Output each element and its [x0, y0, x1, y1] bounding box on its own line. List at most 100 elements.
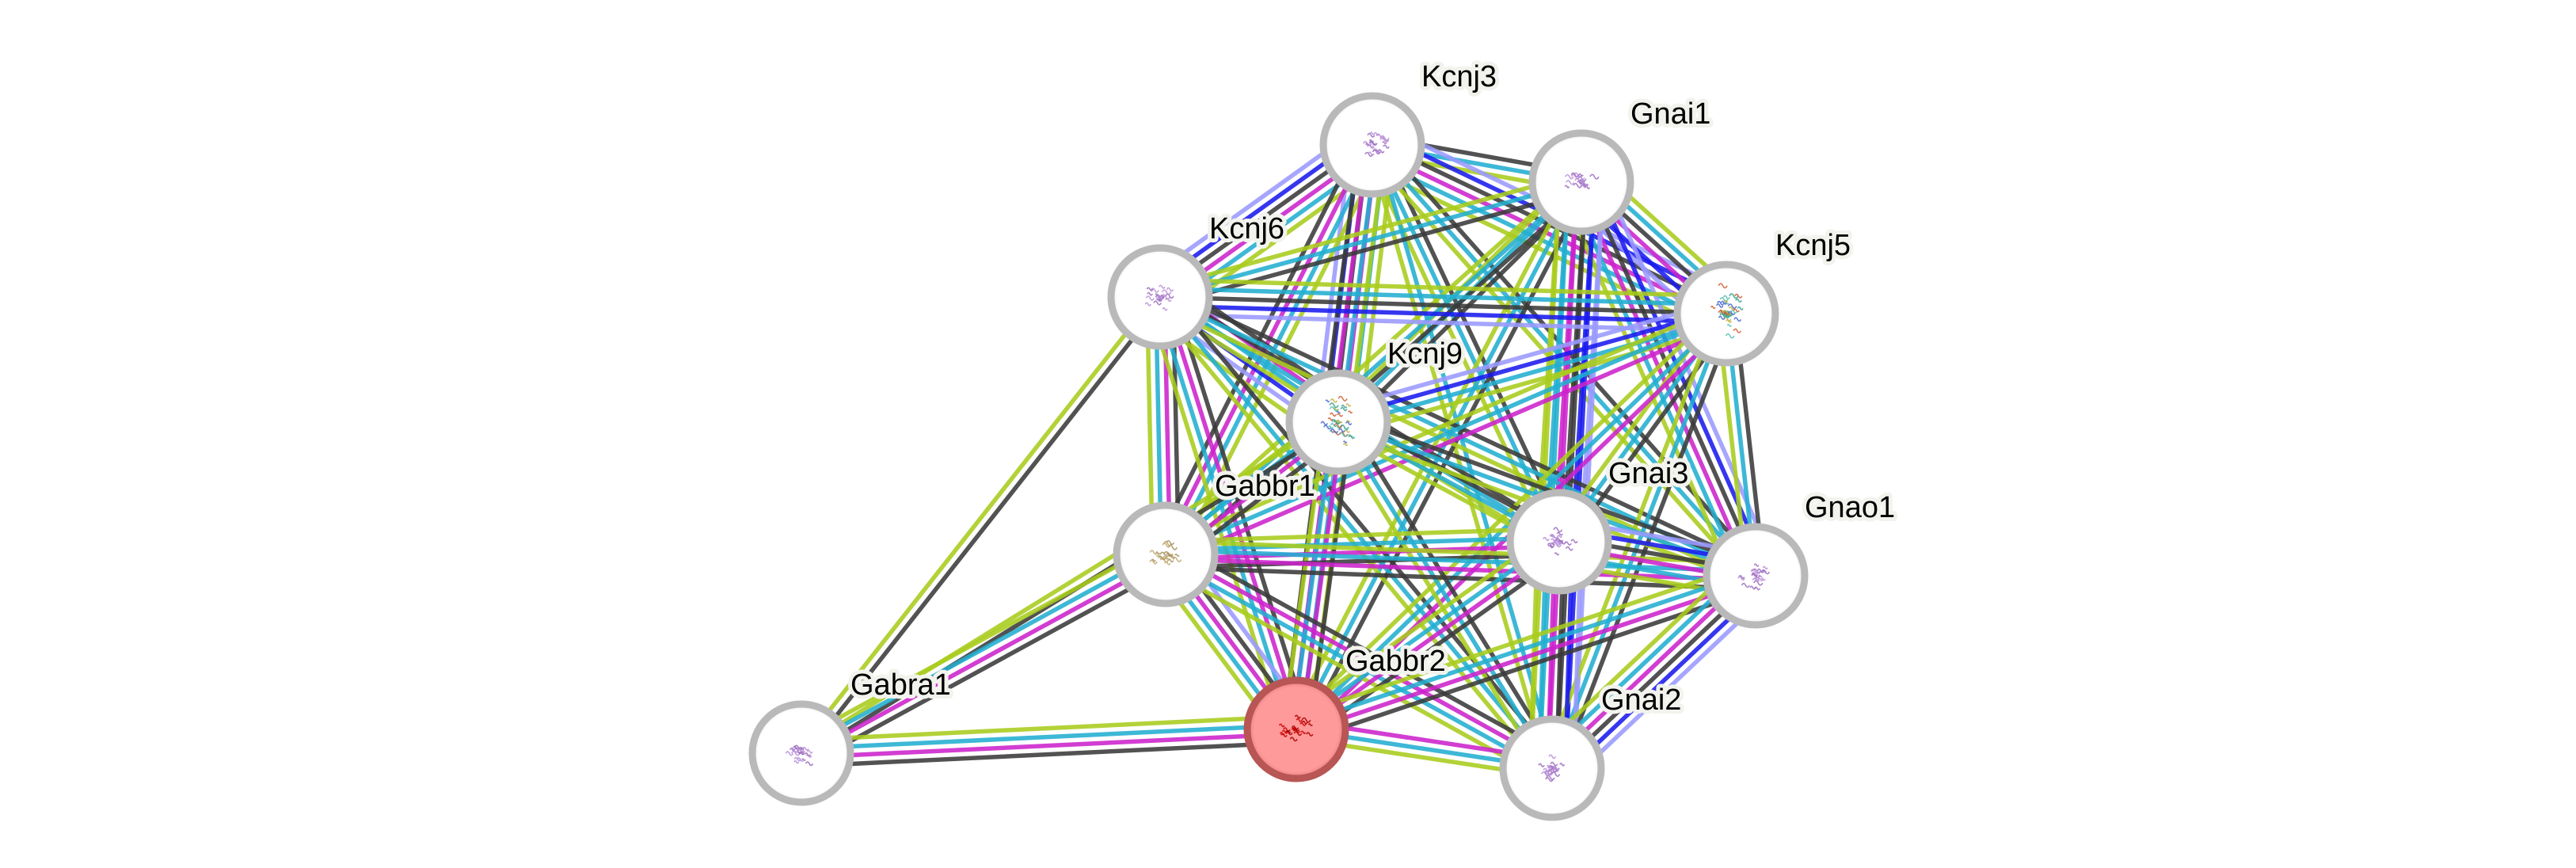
evidence-line-black [1307, 423, 1354, 732]
evidence-line-magenta [1166, 543, 1560, 562]
evidence-line-lime [1291, 561, 1752, 719]
node-circle[interactable] [1113, 501, 1219, 607]
node-kcnj6[interactable] [1107, 244, 1213, 350]
evidence-line-blue [1336, 307, 1726, 421]
evidence-line-cyan [798, 548, 1165, 752]
nodes-layer [748, 92, 1809, 821]
node-gabbr1[interactable] [1113, 501, 1219, 607]
evidence-line-cyan [1370, 143, 1562, 543]
evidence-line-lime [1341, 324, 1731, 437]
protein-structure-icon [1564, 172, 1600, 189]
evidence-line-lime [1329, 425, 1547, 775]
evidence-line-lime [793, 541, 1161, 744]
protein-structure-icon [1538, 754, 1566, 782]
protein-structure-icon [1737, 563, 1770, 591]
node-label: Kcnj3 [1421, 60, 1497, 93]
edge-gabbr2-gabra1[interactable] [801, 714, 1297, 769]
evidence-line-cyan [1338, 315, 1729, 428]
evidence-line-lime [1157, 171, 1580, 291]
node-kcnj3[interactable] [1319, 92, 1425, 198]
evidence-line-black [1165, 565, 1756, 592]
node-kcnj5[interactable] [1673, 261, 1779, 367]
node-gnai3[interactable] [1506, 489, 1612, 595]
node-label: Kcnj6 [1209, 212, 1284, 246]
protein-structure-icon [1278, 714, 1314, 742]
evidence-line-black [803, 298, 1166, 758]
evidence-line-magenta [801, 731, 1297, 760]
node-gabra1[interactable] [748, 700, 854, 806]
evidence-line-cyan [1164, 311, 1728, 557]
node-gabbr2[interactable] [1243, 676, 1349, 782]
evidence-line-lime [796, 292, 1159, 752]
evidence-line-black [1170, 541, 1560, 759]
evidence-line-cyan [1365, 154, 1722, 328]
node-label: Gnai2 [1601, 683, 1681, 717]
evidence-line-cyan [1158, 295, 1554, 770]
evidence-line-lime [1287, 529, 1554, 721]
evidence-line-magenta [1165, 556, 1756, 583]
node-gnai2[interactable] [1499, 715, 1605, 821]
edge-kcnj5-kcnj9[interactable] [1334, 299, 1731, 437]
evidence-line-magenta [1296, 577, 1758, 736]
evidence-line-black [1165, 290, 1561, 764]
edge-kcnj6-gabbr2[interactable] [1145, 292, 1311, 734]
evidence-line-black [1159, 295, 1727, 316]
node-kcnj9[interactable] [1285, 369, 1391, 475]
evidence-line-black [1344, 416, 1562, 765]
edge-kcnj6-gnai2[interactable] [1151, 290, 1561, 775]
evidence-line-black [1170, 292, 1311, 726]
node-label: Gnai1 [1630, 97, 1710, 131]
evidence-line-black [801, 740, 1297, 769]
evidence-line-cyan [1162, 556, 1551, 775]
evidence-line-cyan [1165, 535, 1559, 553]
evidence-line-lime [1160, 277, 1727, 299]
evidence-line-lime [1145, 300, 1286, 734]
edge-gabbr1-gabra1[interactable] [793, 541, 1174, 767]
evidence-line-cyan [801, 722, 1296, 752]
evidence-line-magenta [1162, 295, 1303, 729]
edge-kcnj9-gnai2[interactable] [1329, 416, 1562, 775]
evidence-line-lime [1165, 526, 1559, 544]
evidence-line-lime [1288, 306, 1722, 725]
protein-structure-icon [785, 744, 814, 767]
edge-gnai1-kcnj6[interactable] [1157, 171, 1585, 308]
evidence-line-black [1162, 188, 1585, 308]
evidence-line-magenta [802, 556, 1169, 760]
node-label: Gnao1 [1805, 491, 1895, 524]
evidence-line-black [806, 564, 1174, 767]
protein-structure-icon [1710, 283, 1744, 339]
evidence-line-cyan [1166, 547, 1756, 574]
node-label: Gabra1 [850, 668, 951, 702]
node-gnai1[interactable] [1528, 129, 1634, 235]
evidence-line-cyan [1294, 569, 1756, 728]
edge-kcnj5-gabbr1[interactable] [1161, 303, 1731, 565]
evidence-line-lightblue [1334, 299, 1724, 412]
evidence-line-lime [1151, 301, 1547, 775]
edge-gabbr1-gnao1[interactable] [1165, 539, 1756, 592]
evidence-line-cyan [1336, 421, 1554, 770]
node-circle[interactable] [1319, 92, 1425, 198]
evidence-line-blue [1159, 303, 1726, 325]
node-label: Gabbr2 [1345, 645, 1446, 678]
protein-structure-icon [1320, 395, 1356, 447]
edge-kcnj6-gabra1[interactable] [796, 292, 1166, 758]
protein-structure-icon [1363, 131, 1390, 158]
evidence-line-black [1170, 187, 1589, 563]
node-label: Kcnj5 [1775, 229, 1851, 262]
protein-structure-icon [1144, 284, 1174, 311]
evidence-line-cyan [1374, 143, 1558, 768]
edge-gabbr1-gnai3[interactable] [1165, 526, 1560, 570]
evidence-line-cyan [1159, 180, 1582, 299]
evidence-line-lime [797, 416, 1337, 752]
evidence-line-lime [1161, 303, 1724, 549]
evidence-line-lime [1166, 539, 1756, 565]
evidence-line-cyan [1292, 536, 1558, 728]
node-label: Gnai3 [1608, 457, 1688, 490]
evidence-line-magenta [1166, 548, 1555, 767]
node-gnao1[interactable] [1703, 523, 1809, 629]
evidence-line-lime [801, 714, 1296, 743]
evidence-line-cyan [1160, 286, 1727, 307]
node-label: Kcnj9 [1387, 337, 1463, 371]
